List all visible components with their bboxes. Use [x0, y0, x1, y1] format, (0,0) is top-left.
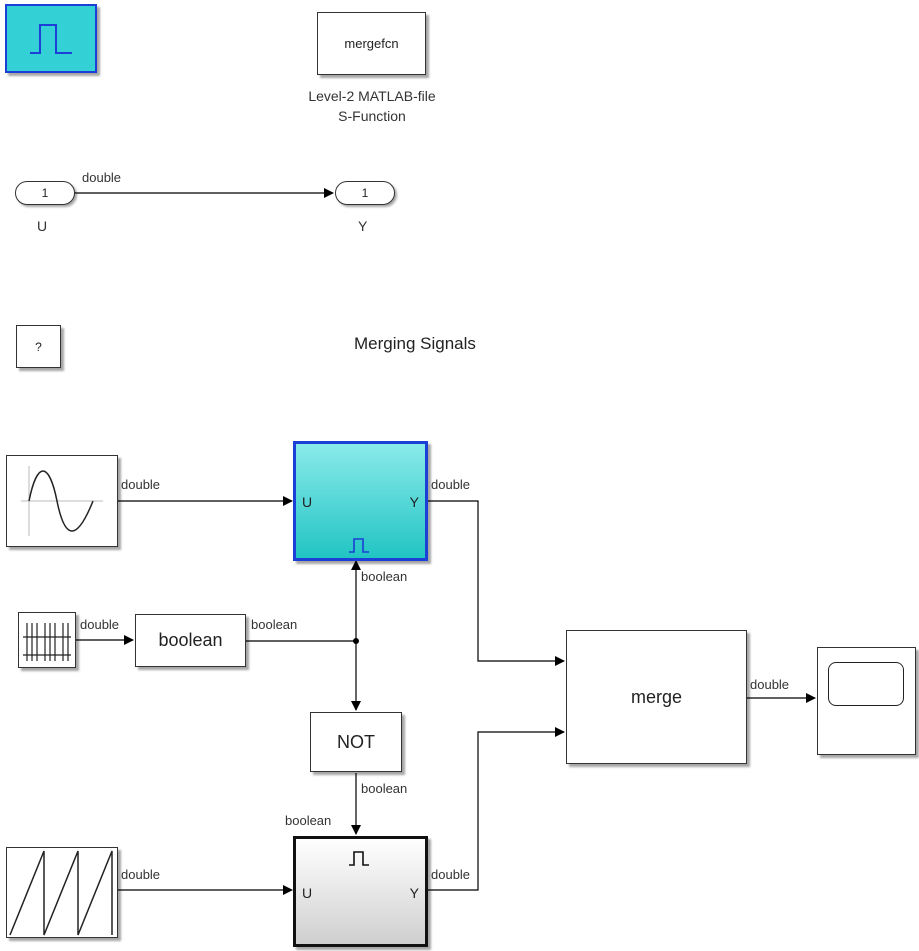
legend-outport-name: Y	[358, 218, 368, 234]
scope-block[interactable]	[817, 647, 916, 755]
sine-wave-icon	[21, 466, 103, 536]
signal-label-sawtooth: double	[121, 867, 161, 882]
enabled-subsystem-legend[interactable]	[5, 4, 97, 73]
signal-label-pulse: double	[80, 617, 120, 632]
signal-label-not: boolean	[361, 781, 408, 796]
signal-label-sub1: double	[431, 477, 471, 492]
signal-label-sub2: double	[431, 867, 471, 882]
sine-wave-block[interactable]	[6, 455, 118, 547]
signal-label-sine: double	[121, 477, 161, 492]
scope-screen-icon	[828, 662, 904, 706]
enable-icon	[349, 851, 369, 866]
legend-signal-label: double	[82, 170, 122, 185]
signal-label-merge: double	[750, 677, 790, 692]
subsystem-1-input-port: U	[302, 494, 313, 510]
merge-block[interactable]: merge	[566, 630, 747, 764]
enable-icon	[349, 538, 369, 553]
boolean-conversion-block[interactable]: boolean	[135, 614, 246, 667]
sawtooth-icon	[9, 850, 113, 936]
wire-sub1-out	[428, 500, 565, 666]
pulse-icon	[30, 23, 72, 54]
not-block[interactable]: NOT	[310, 712, 402, 772]
signal-label-boolean: boolean	[251, 617, 298, 632]
sawtooth-block[interactable]	[6, 847, 118, 938]
wire-sub2-out	[428, 727, 565, 891]
branch-point	[353, 638, 359, 644]
signal-label-enable-2: boolean	[285, 813, 332, 828]
legend-outport[interactable]: 1	[335, 181, 395, 205]
subsystem-1-output-port: Y	[409, 494, 419, 510]
legend-inport[interactable]: 1	[15, 181, 75, 205]
sfunction-caption-1: Level-2 MATLAB-file	[308, 88, 436, 104]
enabled-subsystem-2[interactable]: U Y	[293, 836, 428, 947]
pulse-train-icon	[23, 623, 71, 661]
subsystem-2-output-port: Y	[409, 885, 419, 901]
enabled-subsystem-1[interactable]: U Y	[293, 441, 428, 561]
pulse-generator-block[interactable]	[18, 612, 76, 668]
page-title: Merging Signals	[354, 334, 476, 353]
signal-label-enable-1: boolean	[361, 569, 408, 584]
legend-inport-name: U	[37, 218, 48, 234]
sfunction-block[interactable]: mergefcn	[317, 12, 426, 75]
subsystem-2-input-port: U	[302, 885, 313, 901]
help-button[interactable]: ?	[16, 325, 61, 368]
sfunction-caption-2: S-Function	[338, 108, 406, 124]
